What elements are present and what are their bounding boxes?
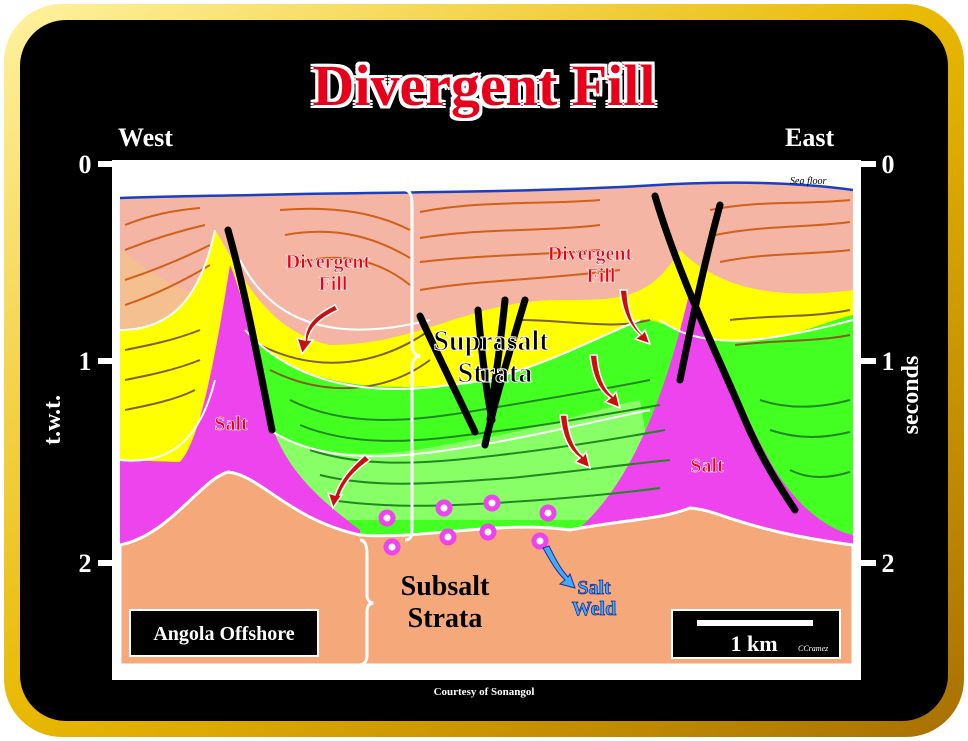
scale-bar <box>697 620 813 626</box>
cross-section <box>120 165 853 665</box>
white-horizons <box>120 229 853 462</box>
subsalt-brace <box>357 538 374 665</box>
divergent-fill-left-label-1: Divergent <box>286 251 371 273</box>
axis-left-0: 0 <box>79 150 92 179</box>
right-axis-label: seconds <box>898 356 924 435</box>
scale-label: 1 km <box>730 631 777 656</box>
axis-right-1: 1 <box>882 347 895 376</box>
suprasalt-label-2: Strata <box>458 358 533 389</box>
axis-left-1: 1 <box>79 347 92 376</box>
salt-left-label: Salt <box>214 413 248 435</box>
divergent-fill-right-label-2: Fill <box>587 265 616 287</box>
sea-floor-line <box>120 181 853 200</box>
axis-tick-marks <box>98 161 876 566</box>
axis-right-2: 2 <box>882 549 895 578</box>
left-salt-diapir <box>120 265 360 565</box>
divergent-fill-arrows <box>295 289 652 510</box>
salt-weld-label-2: Weld <box>572 598 616 620</box>
location-label: Angola Offshore <box>153 623 294 645</box>
axis-right-0: 0 <box>882 150 895 179</box>
left-axis-label: t.w.t. <box>40 395 66 445</box>
divergent-fill-right-label-1: Divergent <box>548 243 633 265</box>
upper-strata-lines <box>124 199 851 306</box>
location-box <box>129 609 319 657</box>
suprasalt-brace <box>404 188 421 542</box>
axis-left-2: 2 <box>79 549 92 578</box>
divergent-fill-left-label-2: Fill <box>319 273 348 295</box>
subsalt-label-1: Subsalt <box>401 571 490 602</box>
water-column <box>120 165 853 198</box>
credit-line: Courtesy of Sonangol <box>433 686 535 698</box>
east-label: East <box>785 123 834 152</box>
sea-floor-label: Sea floor <box>790 176 826 187</box>
author-label: CCramez <box>798 644 829 653</box>
fault-lines <box>224 192 799 514</box>
subsalt-label-2: Strata <box>408 603 483 634</box>
scale-box <box>671 609 841 659</box>
page-title: Divergent Fill <box>312 53 656 118</box>
suprasalt-label-1: Suprasalt <box>433 326 549 357</box>
salt-weld-label-1: Salt <box>577 577 611 599</box>
salt-weld-markers <box>378 494 557 556</box>
salt-weld-arrow <box>542 545 576 589</box>
west-label: West <box>118 123 173 152</box>
right-salt-diapir <box>565 290 853 565</box>
salt-right-label: Salt <box>690 455 724 477</box>
